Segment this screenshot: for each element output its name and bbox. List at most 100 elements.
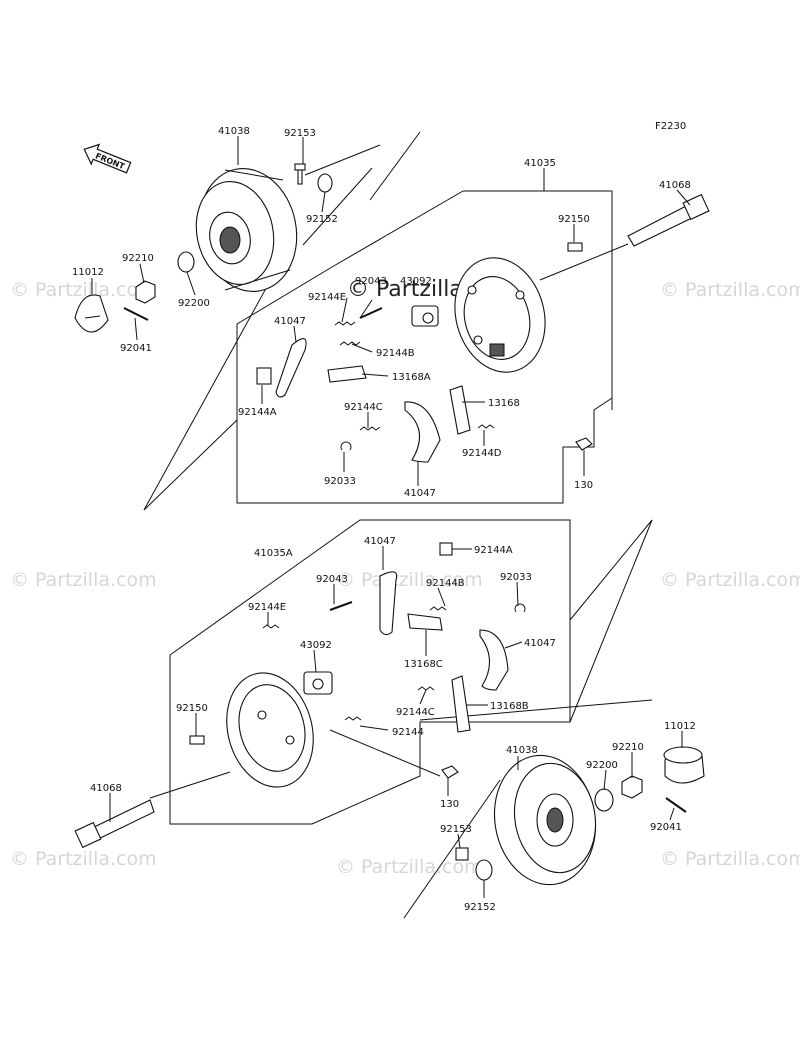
label-92210: 92210 [122,253,154,264]
brake-shoe-upper-b [404,401,441,463]
front-arrow-icon: FRONT [83,143,132,174]
label-130: 130 [574,480,593,491]
lever-13168C [407,613,443,631]
axle-nut-lower [621,775,643,799]
spring-92144C-upper [359,426,381,431]
label-130: 130 [440,799,459,810]
group-box-upper [236,190,613,504]
watermark: © Partzilla.com [10,848,157,870]
watermarks: © Partzilla.com © Partzilla.com © Partzi… [10,277,800,878]
label-13168B: 13168B [490,701,529,712]
label-41038: 41038 [218,126,250,137]
bolt-130-upper [575,437,593,451]
label-92144E: 92144E [248,602,286,613]
label-92033: 92033 [500,572,532,583]
label-92144B: 92144B [376,348,415,359]
label-92200: 92200 [586,760,618,771]
label-92144D: 92144D [462,448,502,459]
label-13168A: 13168A [392,372,431,383]
leader-lines [91,136,691,898]
brake-drum-lower [493,754,597,886]
label-41047: 41047 [274,316,306,327]
cotter-pin-upper [123,307,149,321]
label-92144E: 92144E [308,292,346,303]
label-41035A: 41035A [254,548,293,559]
label-92144: 92144 [392,727,424,738]
spring-92144B-upper [339,341,361,346]
label-41035: 41035 [524,158,556,169]
spring-92144B-lower [429,606,447,611]
wheel-cylinder-upper [411,305,439,327]
label-92152: 92152 [306,214,338,225]
watermark: © Partzilla.com [336,856,483,878]
clip-92033-lower [514,603,526,613]
spring-92144-lower [344,716,362,721]
label-13168: 13168 [488,398,520,409]
watermark: © Partzilla.com [10,279,157,301]
brake-shoe-upper-a [275,338,307,398]
backing-plate-upper [454,257,546,373]
label-92153: 92153 [440,824,472,835]
label-92144C: 92144C [344,402,383,413]
label-92150: 92150 [558,214,590,225]
brake-shoe-lower-a [379,571,398,636]
washer-lower [594,788,614,812]
label-92200: 92200 [178,298,210,309]
figure-code: F2230 [655,121,686,132]
label-92033: 92033 [324,476,356,487]
clip-upper [256,367,272,385]
label-92043: 92043 [316,574,348,585]
hub-bolt-upper [294,163,306,185]
lever-13168B [451,675,471,733]
bolt-130-lower [441,765,459,779]
label-41047: 41047 [404,488,436,499]
label-92153: 92153 [284,128,316,139]
label-92144C: 92144C [396,707,435,718]
label-13168C: 13168C [404,659,443,670]
label-41038: 41038 [506,745,538,756]
spring-92144C-lower [417,686,435,691]
clip-lower [439,542,453,556]
label-92144B: 92144B [426,578,465,589]
watermark: © Partzilla.com [660,569,800,591]
spring-92144E-lower [262,624,280,629]
label-43092: 43092 [400,276,432,287]
cotter-pin-lower [665,797,687,813]
backing-plate-lower [226,672,314,788]
label-92144A: 92144A [238,407,277,418]
label-92152: 92152 [464,902,496,913]
spring-92144E-upper [334,321,356,326]
clip-92033-upper [340,441,352,451]
oil-seal-upper [317,173,333,193]
brake-drum-upper [195,167,298,293]
wheel-cylinder-lower [303,671,333,695]
group-box-lower [169,519,571,825]
backing-bolt-upper [567,242,583,252]
label-41068: 41068 [659,180,691,191]
backing-bolt-lower [189,735,205,745]
axle-nut-upper [135,280,156,304]
axle-shaft-upper [627,193,710,247]
label-11012: 11012 [664,721,696,732]
axle-shaft-lower [74,799,155,849]
watermark: © Partzilla.com [660,848,800,870]
lever-13168 [449,385,471,435]
label-92043: 92043 [355,276,387,287]
lever-13168A [327,365,367,383]
watermark: © Partzilla.com [336,569,483,591]
hub-cap-lower [663,746,705,784]
label-92041: 92041 [120,343,152,354]
label-41068: 41068 [90,783,122,794]
label-92144A: 92144A [474,545,513,556]
washer-upper [177,251,195,273]
pin-upper [359,307,383,319]
spring-92144D-upper [477,424,495,429]
label-41047: 41047 [364,536,396,547]
label-43092: 43092 [300,640,332,651]
brake-shoe-lower-b [479,629,509,691]
label-41047: 41047 [524,638,556,649]
label-92150: 92150 [176,703,208,714]
label-92041: 92041 [650,822,682,833]
label-11012: 11012 [72,267,104,278]
